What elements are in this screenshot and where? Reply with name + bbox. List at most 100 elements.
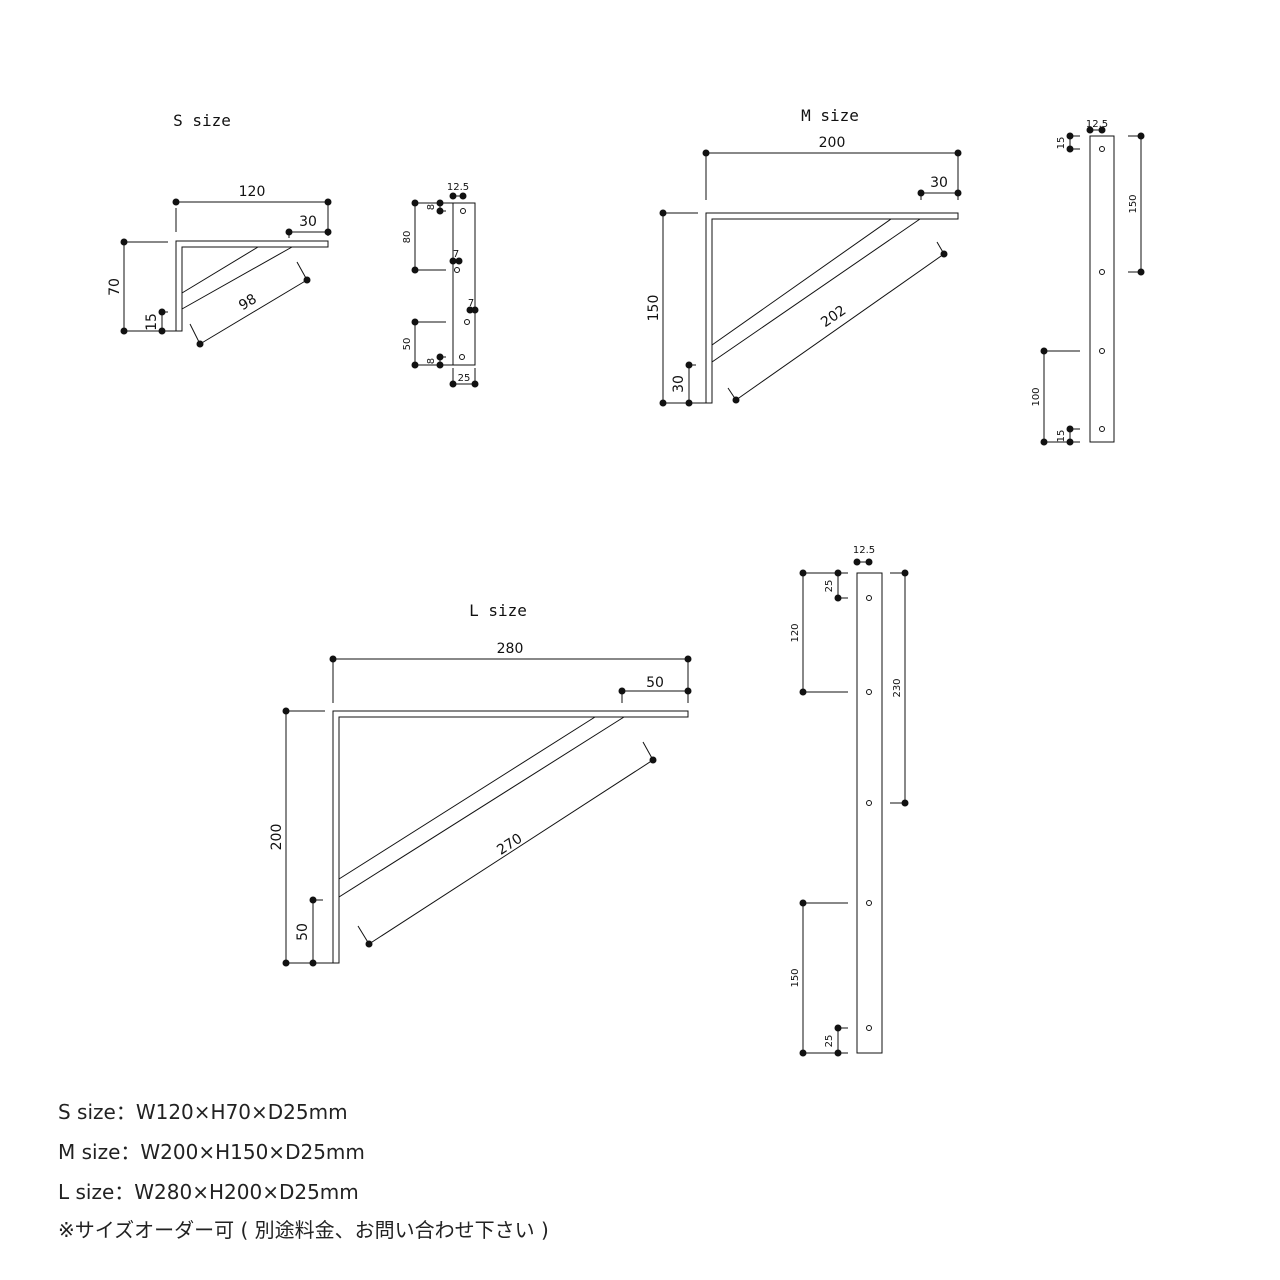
s-inset-label: 30 — [299, 214, 317, 230]
l-brace-dim — [368, 759, 654, 945]
dimension-dot — [282, 959, 290, 967]
dimension-dot — [917, 189, 925, 197]
dimension-dot — [436, 353, 444, 361]
s-strip-width-label: 25 — [458, 373, 471, 384]
dimension-dot — [702, 149, 710, 157]
m-width-label: 200 — [819, 135, 846, 151]
dimension-dot — [471, 306, 479, 314]
l-width-label: 280 — [497, 641, 524, 657]
dimension-dot — [834, 569, 842, 577]
dimension-dot — [449, 192, 457, 200]
l-brace-label: 270 — [494, 831, 525, 859]
l-strip-bottom-gap-label: 25 — [824, 1035, 835, 1048]
dimension-dot — [954, 189, 962, 197]
mounting-hole — [460, 208, 466, 214]
dimension-dot — [329, 655, 337, 663]
l-strip-lower-label: 150 — [790, 968, 801, 987]
spec-l-size: L size：W280×H200×D25mm — [58, 1180, 359, 1204]
dimension-dot — [834, 1024, 842, 1032]
m-inset-label: 30 — [930, 175, 948, 191]
s-bottom-label: 15 — [144, 313, 160, 331]
s-strip-top-gap-label: 8 — [426, 204, 437, 210]
m-strip-top-gap-label: 15 — [1056, 137, 1067, 150]
s-strip-hole-a-label: 7 — [453, 249, 459, 260]
dimension-dot — [659, 399, 667, 407]
dimension-dot — [901, 799, 909, 807]
dimension-dot — [158, 308, 166, 316]
dimension-dot — [799, 569, 807, 577]
dimension-dot — [799, 688, 807, 696]
l-strip-span-label: 230 — [892, 678, 903, 697]
m-brace — [711, 218, 892, 346]
dimension-dot — [196, 340, 204, 348]
s-height-label: 70 — [107, 278, 123, 296]
dimension-dot — [954, 149, 962, 157]
extension-line — [189, 323, 201, 345]
dimension-dot — [436, 207, 444, 215]
mounting-hole — [1099, 348, 1105, 354]
m-mounting-strip — [1089, 135, 1115, 443]
dimension-dot — [685, 399, 693, 407]
dimension-dot — [466, 306, 474, 314]
s-brace-dim — [199, 279, 308, 345]
dimension-dot — [449, 380, 457, 388]
l-brace — [338, 716, 596, 880]
m-brace-dim — [735, 253, 945, 401]
dimension-dot — [901, 569, 909, 577]
dimension-dot — [685, 361, 693, 369]
m-bracket-outline — [705, 212, 959, 404]
dimension-dot — [172, 198, 180, 206]
dimension-dot — [411, 199, 419, 207]
mounting-hole — [459, 354, 465, 360]
mounting-hole — [866, 800, 872, 806]
dimension-dot — [285, 228, 293, 236]
dimension-dot — [365, 940, 373, 948]
dimension-dot — [834, 1049, 842, 1057]
dimension-dot — [449, 257, 457, 265]
s-width-label: 120 — [239, 184, 266, 200]
dimension-dot — [1066, 145, 1074, 153]
dimension-dot — [282, 707, 290, 715]
dimension-dot — [1066, 132, 1074, 140]
s-strip-offset-label: 12.5 — [447, 182, 469, 193]
mounting-hole — [1099, 269, 1105, 275]
dimension-dot — [799, 899, 807, 907]
dimension-dot — [309, 959, 317, 967]
l-mounting-strip — [856, 572, 883, 1054]
m-brace-label: 202 — [818, 303, 849, 331]
dimension-dot — [659, 209, 667, 217]
s-size-title: S size — [173, 111, 231, 130]
dimension-dot — [471, 380, 479, 388]
m-strip-upper-label: 150 — [1128, 194, 1139, 213]
dimension-dot — [411, 361, 419, 369]
dimension-dot — [459, 192, 467, 200]
m-height-label: 150 — [646, 295, 662, 322]
m-strip-bottom-gap-label: 15 — [1056, 430, 1067, 443]
dimension-dot — [411, 318, 419, 326]
s-strip-hole-b-label: 7 — [468, 298, 474, 309]
mounting-hole — [866, 900, 872, 906]
dimension-dot — [411, 266, 419, 274]
extension-line — [357, 925, 370, 945]
l-size-title: L size — [469, 601, 527, 620]
s-brace — [181, 246, 259, 294]
l-strip-top-gap-label: 25 — [824, 580, 835, 593]
dimension-dot — [684, 655, 692, 663]
spec-custom-order-note: ※サイズオーダー可 ( 別途料金、お問い合わせ下さい ) — [58, 1218, 549, 1242]
dimension-dot — [309, 896, 317, 904]
s-bracket-outline — [175, 240, 329, 332]
dimension-dot — [303, 276, 311, 284]
s-mounting-strip — [452, 202, 476, 366]
s-brace — [181, 246, 293, 310]
dimension-dot — [865, 558, 873, 566]
dimension-dot — [158, 327, 166, 335]
s-strip-bottom-gap-label: 8 — [426, 358, 437, 364]
m-strip-lower-label: 100 — [1031, 387, 1042, 406]
l-strip-upper-label: 120 — [790, 623, 801, 642]
dimension-dot — [120, 327, 128, 335]
m-brace — [711, 218, 921, 363]
s-strip-upper-label: 80 — [402, 231, 413, 244]
dimension-dot — [1040, 347, 1048, 355]
dimension-dot — [1040, 438, 1048, 446]
